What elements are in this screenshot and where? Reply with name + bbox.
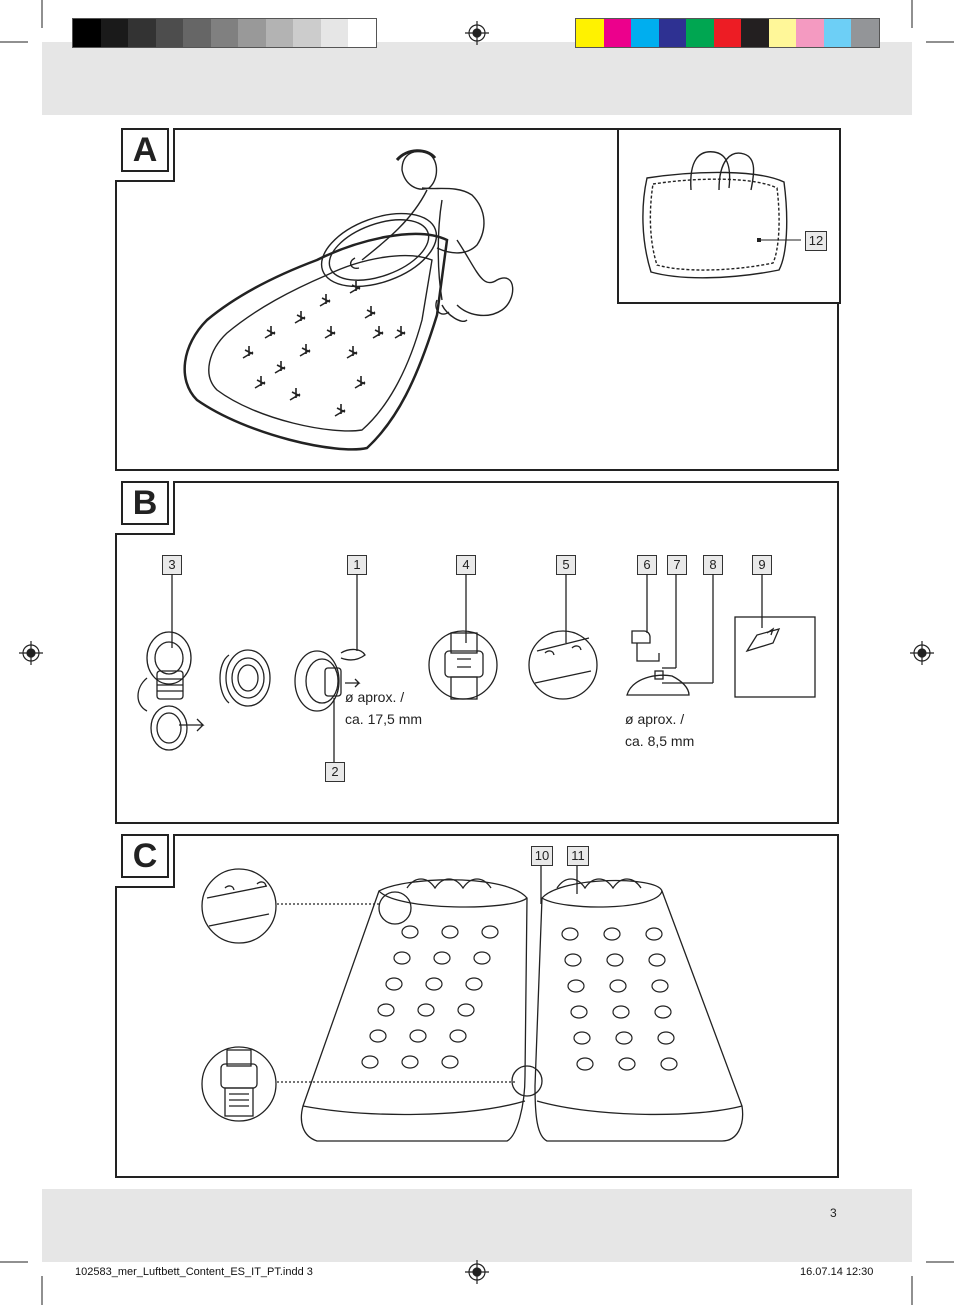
- registration-mark-left: [19, 641, 43, 665]
- mattress-tuft: [603, 927, 621, 941]
- color-swatch: [658, 19, 686, 47]
- mattress-tuft: [457, 1003, 475, 1017]
- color-swatch: [796, 19, 824, 47]
- callout-11: 11: [567, 846, 589, 866]
- mattress-tuft: [441, 1055, 459, 1069]
- mattress-tuft: [570, 1005, 588, 1019]
- gray-calibration-strip: [72, 18, 377, 48]
- mattress-tuft: [576, 1057, 594, 1071]
- rolling-mattress-illustration: [183, 149, 514, 451]
- color-swatch: [851, 19, 879, 47]
- mattress-tuft: [606, 953, 624, 967]
- gray-swatch: [238, 19, 266, 47]
- mattress-tuft: [441, 925, 459, 939]
- mattress-tuft: [369, 1029, 387, 1043]
- panel-c-label: C: [121, 834, 169, 878]
- panel-a: A: [115, 128, 841, 471]
- mattress-tuft: [567, 979, 585, 993]
- gray-swatch: [73, 19, 101, 47]
- mattress-tuft: [385, 977, 403, 991]
- panel-b-tab: B: [115, 481, 175, 535]
- mattress-tuft: [393, 951, 411, 965]
- storage-bag-illustration: [642, 151, 801, 279]
- panel-c-tab: C: [115, 834, 175, 888]
- mattress-tuft: [465, 977, 483, 991]
- gray-swatch: [320, 19, 348, 47]
- panel-a-label: A: [121, 128, 169, 172]
- bag-inset: 12: [617, 128, 841, 304]
- gray-swatch: [210, 19, 238, 47]
- color-swatch: [631, 19, 659, 47]
- panel-c: C 10 11: [115, 834, 839, 1178]
- mattress-tuft: [573, 1031, 591, 1045]
- mattress-tuft: [651, 979, 669, 993]
- footer-file-name: 102583_mer_Luftbett_Content_ES_IT_PT.ind…: [75, 1266, 313, 1278]
- patch-diameter-text: ø aprox. / ca. 8,5 mm: [625, 711, 695, 749]
- mattress-tuft: [615, 1031, 633, 1045]
- color-calibration-strip: [575, 18, 880, 48]
- panel-b-label: B: [121, 481, 169, 525]
- mattress-tuft: [481, 925, 499, 939]
- mattress-tuft: [449, 1029, 467, 1043]
- mattress-tuft: [645, 927, 663, 941]
- mattress-tuft: [609, 979, 627, 993]
- mattress-tuft: [433, 951, 451, 965]
- callout-6: 6: [637, 555, 657, 575]
- registration-mark-bottom: [465, 1260, 489, 1284]
- callout-10: 10: [531, 846, 553, 866]
- mattress-tuft: [612, 1005, 630, 1019]
- mattress-tuft: [401, 925, 419, 939]
- gray-swatch: [183, 19, 211, 47]
- registration-mark-right: [910, 641, 934, 665]
- color-swatch: [741, 19, 769, 47]
- mattress-tuft: [473, 951, 491, 965]
- gray-swatch: [155, 19, 183, 47]
- mattress-tuft: [618, 1057, 636, 1071]
- mattress-tuft: [401, 1055, 419, 1069]
- footer-date-time: 16.07.14 12:30: [800, 1266, 874, 1278]
- mattress-tuft: [660, 1057, 678, 1071]
- gray-swatch: [293, 19, 321, 47]
- mattress-tuft: [657, 1031, 675, 1045]
- footer-band: [42, 1189, 912, 1262]
- callout-12: 12: [805, 231, 827, 251]
- mattress-tuft: [654, 1005, 672, 1019]
- callout-5: 5: [556, 555, 576, 575]
- panel-a-tab: A: [115, 128, 175, 182]
- mattress-tuft: [377, 1003, 395, 1017]
- page-number: 3: [830, 1206, 837, 1220]
- mattress-tuft: [564, 953, 582, 967]
- mattress-tuft: [648, 953, 666, 967]
- color-swatch: [576, 19, 604, 47]
- gray-swatch: [265, 19, 293, 47]
- header-band: [42, 42, 912, 115]
- gray-swatch: [348, 19, 376, 47]
- registration-mark-top: [465, 21, 489, 45]
- gray-swatch: [128, 19, 156, 47]
- mattress-tuft: [409, 1029, 427, 1043]
- mattress-tuft: [417, 1003, 435, 1017]
- callout-7: 7: [667, 555, 687, 575]
- mattress-tuft: [361, 1055, 379, 1069]
- callout-2: 2: [325, 762, 345, 782]
- panel-b: B 3 1 4 5 6 7 8 9 2 ø aprox. / ca. 17,5 …: [115, 481, 839, 824]
- color-swatch: [768, 19, 796, 47]
- color-swatch: [603, 19, 631, 47]
- two-mattresses-illustration: [201, 866, 744, 1142]
- color-swatch: [823, 19, 851, 47]
- color-swatch: [686, 19, 714, 47]
- mattress-tuft: [425, 977, 443, 991]
- gray-swatch: [100, 19, 128, 47]
- mattress-tuft: [561, 927, 579, 941]
- valve-parts-illustration: [137, 574, 816, 762]
- valve-diameter-text: ø aprox. / ca. 17,5 mm: [345, 689, 423, 727]
- color-swatch: [713, 19, 741, 47]
